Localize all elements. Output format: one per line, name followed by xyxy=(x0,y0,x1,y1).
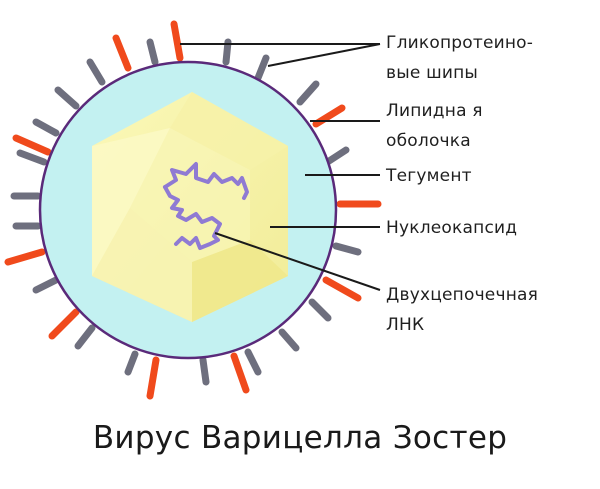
label-double-stranded-dna-line2: ЛНК xyxy=(386,315,425,335)
spike-gray xyxy=(32,118,60,137)
spike-orange xyxy=(146,356,160,400)
label-nucleocapsid: Нуклеокапсид xyxy=(386,215,517,241)
spike-gray xyxy=(54,86,80,110)
spike-gray xyxy=(16,149,48,166)
spike-gray xyxy=(278,328,300,352)
spike-gray xyxy=(199,356,210,386)
leader-lines xyxy=(180,43,381,291)
spike-orange xyxy=(48,308,80,340)
spike-gray xyxy=(254,54,270,82)
spike-gray xyxy=(32,276,60,294)
label-lipid-envelope-line1: Липидна я xyxy=(386,101,483,121)
spike-orange xyxy=(322,276,362,302)
spike-gray xyxy=(332,242,362,256)
spike-gray xyxy=(244,348,262,376)
leader-line-dna xyxy=(214,232,381,291)
spike-gray xyxy=(86,58,106,86)
spike-gray xyxy=(308,298,332,322)
spike-gray xyxy=(74,324,96,350)
label-lipid-envelope: Липидна я оболочка xyxy=(386,98,483,154)
nucleocapsid xyxy=(92,92,288,322)
spike-orange xyxy=(112,34,132,72)
label-lipid-envelope-line2: оболочка xyxy=(386,131,471,151)
spike-gray xyxy=(322,146,350,167)
spike-orange xyxy=(170,20,184,62)
label-tegument: Тегумент xyxy=(386,163,472,189)
label-double-stranded-dna: Двухцепочечная ЛНК xyxy=(386,282,538,338)
spike-orange xyxy=(12,134,52,156)
spike-gray xyxy=(222,38,232,66)
label-double-stranded-dna-line1: Двухцепочечная xyxy=(386,285,539,305)
spike-gray xyxy=(124,350,139,376)
label-glycoprotein-spikes-line1: Гликопротеино- xyxy=(386,33,534,53)
spike-gray xyxy=(146,38,159,66)
label-tegument-line1: Тегумент xyxy=(386,166,472,186)
label-glycoprotein-spikes-line2: вые шипы xyxy=(386,63,479,83)
glycoprotein-spikes xyxy=(4,20,382,400)
diagram-title: Вирус Варицелла Зостер xyxy=(92,420,508,456)
label-glycoprotein-spikes: Гликопротеино- вые шипы xyxy=(386,30,533,86)
spike-orange xyxy=(4,248,46,266)
dna-strand xyxy=(163,162,249,250)
label-nucleocapsid-line1: Нуклеокапсид xyxy=(386,218,518,238)
leader-line-spikes-b xyxy=(267,43,381,67)
spike-gray xyxy=(296,80,320,106)
spike-orange xyxy=(230,352,250,394)
